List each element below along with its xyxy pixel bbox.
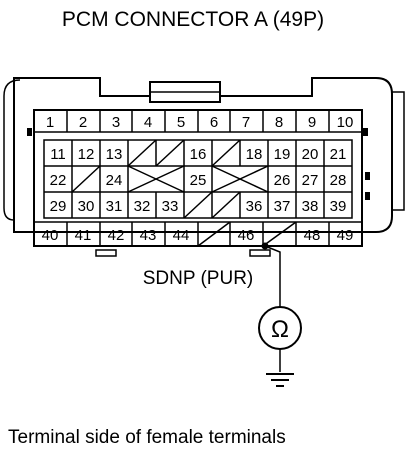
pin-7: 7 — [242, 114, 250, 131]
pin-42: 42 — [108, 227, 125, 244]
pin-36: 36 — [246, 198, 263, 215]
pin-22: 22 — [50, 172, 67, 189]
pin-28: 28 — [330, 172, 347, 189]
ground-icon — [266, 373, 294, 387]
pin-5: 5 — [177, 114, 185, 131]
pin-2: 2 — [79, 114, 87, 131]
pin-26: 26 — [274, 172, 291, 189]
pin-38: 38 — [302, 198, 319, 215]
pin-27: 27 — [302, 172, 319, 189]
wire-label: SDNP (PUR) — [143, 268, 254, 289]
tab-bottom-left — [95, 249, 117, 257]
pin-6: 6 — [210, 114, 218, 131]
terminal-grid: 1 2 3 4 5 6 7 8 9 10 — [33, 109, 363, 247]
caption: Terminal side of female terminals — [8, 427, 286, 448]
pin-13: 13 — [106, 146, 123, 163]
pin-9: 9 — [308, 114, 316, 131]
pin-3: 3 — [112, 114, 120, 131]
pin-1: 1 — [46, 114, 54, 131]
pin-21: 21 — [330, 146, 347, 163]
pin-30: 30 — [78, 198, 95, 215]
pin-8: 8 — [275, 114, 283, 131]
pin-10: 10 — [337, 114, 354, 131]
pin-41: 41 — [75, 227, 92, 244]
pin-4: 4 — [144, 114, 152, 131]
connector-housing — [3, 77, 405, 257]
pin-19: 19 — [274, 146, 291, 163]
pin-25: 25 — [190, 172, 207, 189]
pin-46: 46 — [238, 227, 255, 244]
pin-12: 12 — [78, 146, 95, 163]
pin-18: 18 — [246, 146, 263, 163]
probe-circuit: SDNP (PUR) Ω — [143, 242, 302, 387]
rows-2-4: 11 12 13 16 18 19 20 21 22 24 25 26 27 2… — [43, 139, 353, 219]
pin-16: 16 — [190, 146, 207, 163]
pin-44: 44 — [173, 227, 190, 244]
pin-40: 40 — [42, 227, 59, 244]
pin-37: 37 — [274, 198, 291, 215]
pin-33: 33 — [162, 198, 179, 215]
pin-49: 49 — [337, 227, 354, 244]
pin-20: 20 — [302, 146, 319, 163]
diagram-title: PCM CONNECTOR A (49P) — [62, 8, 324, 31]
pin-11: 11 — [50, 146, 66, 163]
tab-bottom-right — [249, 249, 271, 257]
pin-32: 32 — [134, 198, 151, 215]
pin-31: 31 — [106, 198, 123, 215]
pin-24: 24 — [106, 172, 123, 189]
pin-29: 29 — [50, 198, 67, 215]
pin-48: 48 — [304, 227, 321, 244]
row-5: 40 41 42 43 44 46 48 49 — [34, 221, 362, 247]
pin-43: 43 — [140, 227, 157, 244]
pin-39: 39 — [330, 198, 347, 215]
ohm-symbol: Ω — [271, 316, 289, 343]
row-1: 1 2 3 4 5 6 7 8 9 10 — [34, 110, 362, 133]
